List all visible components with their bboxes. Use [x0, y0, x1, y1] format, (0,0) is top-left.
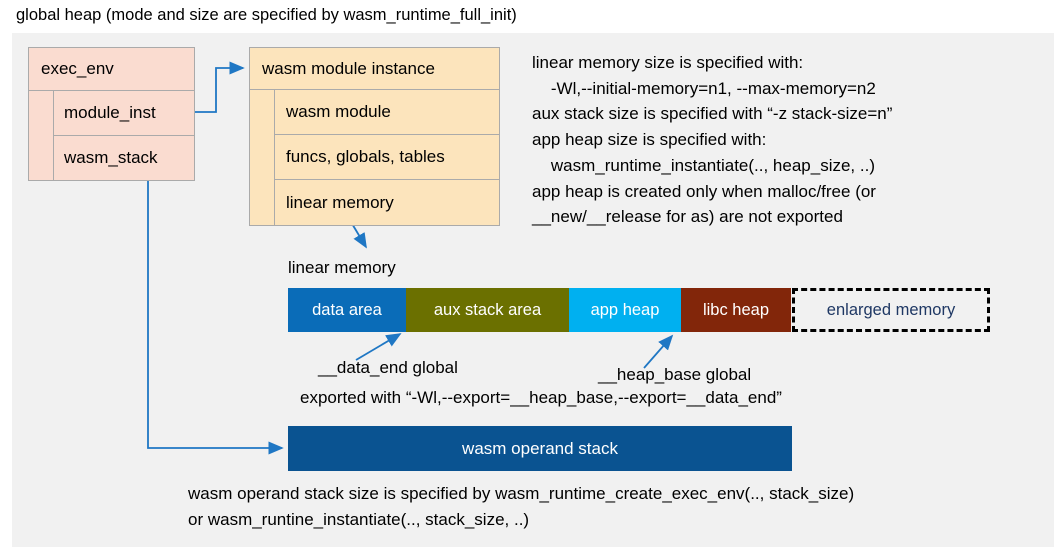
- annotation-data-end: __data_end global: [318, 358, 458, 377]
- exec-env-box: exec_env module_inst wasm_stack: [28, 47, 195, 181]
- operand-stack-notes: wasm operand stack size is specified by …: [188, 484, 855, 529]
- memory-segment-data-area: data area: [288, 288, 406, 332]
- annotation-exported-with: exported with “-Wl,--export=__heap_base,…: [300, 388, 782, 407]
- memory-segment-enlarged-memory: enlarged memory: [792, 288, 990, 332]
- exec-env-indent-column: [28, 90, 54, 181]
- exec-env-row-module-inst: module_inst: [53, 90, 195, 136]
- annotation-heap-base: __heap_base global: [598, 365, 752, 384]
- module-instance-row-linear-memory: linear memory: [274, 179, 500, 226]
- memory-segment-aux-stack-area: aux stack area: [406, 288, 569, 332]
- module-instance-header: wasm module instance: [249, 47, 500, 90]
- module-instance-indent-column: [249, 89, 275, 226]
- linear-memory-label: linear memory: [288, 258, 396, 277]
- runtime-config-notes: linear memory size is specified with: -W…: [532, 53, 893, 227]
- memory-segment-libc-heap: libc heap: [681, 288, 791, 332]
- page-title: global heap (mode and size are specified…: [16, 6, 517, 24]
- module-instance-box: wasm module instance wasm module funcs, …: [249, 47, 500, 226]
- exec-env-row-wasm-stack: wasm_stack: [53, 135, 195, 181]
- memory-segment-app-heap: app heap: [569, 288, 681, 332]
- wasm-operand-stack-bar: wasm operand stack: [288, 426, 792, 471]
- module-instance-row-wasm-module: wasm module: [274, 89, 500, 135]
- module-instance-row-funcs-globals-tables: funcs, globals, tables: [274, 134, 500, 180]
- exec-env-header: exec_env: [28, 47, 195, 91]
